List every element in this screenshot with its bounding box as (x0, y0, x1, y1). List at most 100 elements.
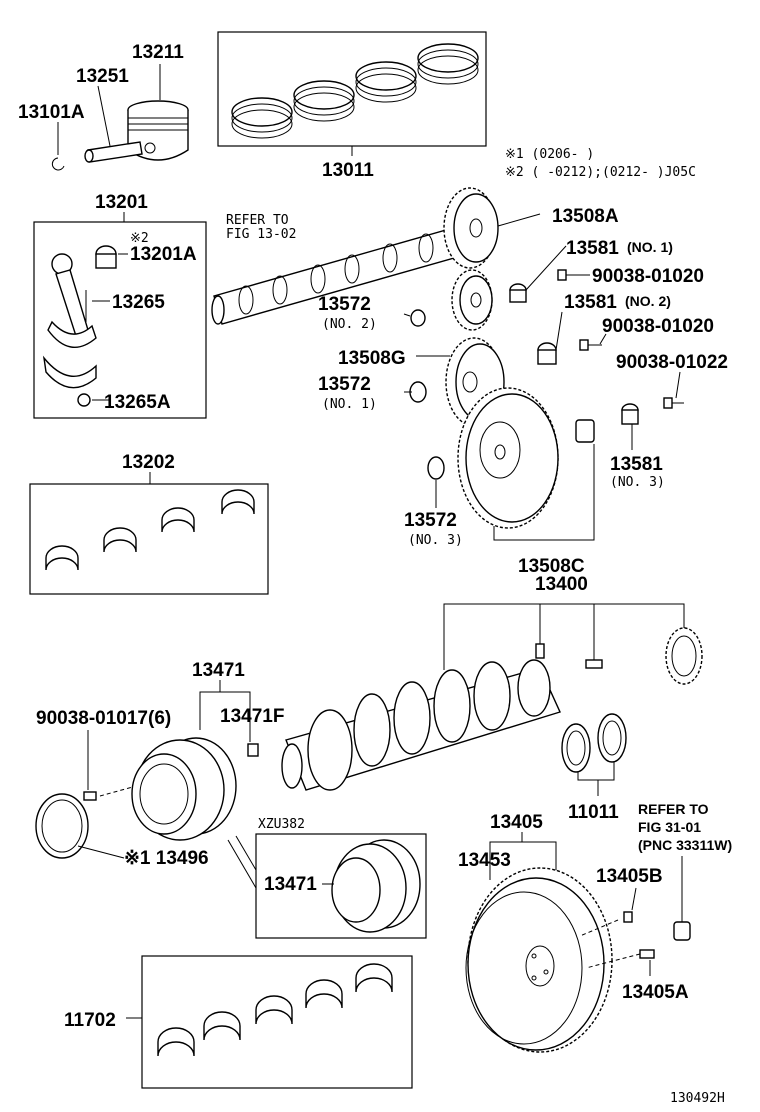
label-13400: 13400 (535, 574, 588, 595)
pilot-bearing-drawing (673, 921, 691, 941)
label-13508G: 13508G (338, 348, 406, 369)
label-13405: 13405 (490, 812, 543, 833)
label-13011: 13011 (322, 160, 374, 181)
label-13471-xzu382: 13471 (264, 874, 317, 895)
footnote-2: ※2 ( -0212);(0212- )J05C (505, 165, 696, 180)
piston-drawing (127, 100, 189, 161)
bushing-plain-drawing (575, 419, 595, 443)
label-13265A: 13265A (104, 392, 171, 413)
crank-pin-drawing (535, 643, 545, 659)
conrod-drawing (42, 253, 97, 389)
snap-ring-drawing (51, 157, 65, 171)
bushing-13581-no3-drawing (621, 403, 639, 425)
plate-13572-no2-drawing (410, 309, 426, 327)
label-13508C: 13508C (518, 556, 585, 577)
label-13572-no1-qualifier: (NO. 1) (322, 397, 377, 412)
label-13572-no2-qualifier: (NO. 2) (322, 317, 377, 332)
label-13201-mark: ※2 (130, 231, 149, 246)
flywheel-drawing (465, 867, 613, 1053)
piston-pin-drawing (84, 141, 143, 163)
conrod-bearing-set-group: 11702 (64, 955, 413, 1089)
label-13572-no3-qualifier: (NO. 3) (408, 533, 463, 548)
pulley-key-drawing (247, 743, 259, 757)
thrust-washer-1-drawing (561, 723, 591, 773)
label-13572-no2: 13572 (318, 294, 371, 315)
label-13201A: 13201A (130, 244, 197, 265)
xzu382-pulley-group: XZU382 13471 (255, 817, 427, 939)
thrust-washer-2-drawing (597, 713, 627, 763)
label-13211: 13211 (132, 42, 184, 63)
connecting-rod-group: 13201 ※2 13201A 13265 13265A (33, 192, 207, 419)
pulley-bolt-drawing (83, 791, 97, 801)
gear-13508C-drawing (457, 387, 559, 529)
thrust-washer-group: 11011 (561, 713, 627, 823)
camshaft-drawing (211, 229, 455, 325)
label-90038-01020a: 90038-01020 (592, 266, 704, 287)
piston-rings-drawing (231, 43, 479, 139)
conrod-nut-drawing (77, 393, 91, 407)
crank-pulley-group: 13471 13471F 90038-01017(6) ※1 13496 (35, 660, 284, 889)
label-13265: 13265 (112, 292, 165, 313)
footnote-1: ※1 (0206- ) (505, 147, 594, 162)
label-11011: 11011 (568, 802, 619, 823)
gear-small-drawing (451, 269, 493, 331)
camshaft-group: REFER TO FIG 13-02 (211, 213, 455, 325)
label-13453: 13453 (458, 850, 511, 871)
main-bearing-set-group: 13202 (29, 452, 269, 595)
conrod-box (33, 221, 207, 419)
refer-fig-13-02-line1: REFER TO (226, 213, 289, 228)
label-13101A: 13101A (18, 102, 85, 123)
figure-code: 130492H (670, 1091, 725, 1106)
plate-13572-no1-drawing (409, 381, 427, 403)
label-xzu382: XZU382 (258, 817, 305, 832)
refer-fig-31-01-line3: (PNC 33311W) (638, 837, 732, 853)
flywheel-group: REFER TO FIG 31-01 (PNC 33311W) 13405 13… (458, 801, 732, 1053)
bushing-13581-no1-drawing (509, 283, 527, 303)
timing-gears-group: 13508A 13581 (NO. 1) 90038-01020 13572 (… (318, 187, 728, 548)
label-13251: 13251 (76, 66, 129, 87)
main-bearing-box (29, 483, 269, 595)
label-13581-no2: 13581 (564, 292, 617, 313)
label-13581-no1-qualifier: (NO. 1) (627, 239, 673, 255)
crankshaft-group: 13508C 13400 (281, 556, 703, 791)
bolt-90038-01020a-drawing (557, 269, 582, 281)
conrod-bushing-drawing (95, 245, 117, 269)
conrod-bearing-shells-drawing (157, 963, 393, 1057)
label-13581-no2-qualifier: (NO. 2) (625, 293, 671, 309)
label-90038-01020b: 90038-01020 (602, 316, 714, 337)
flywheel-bolt-drawing (579, 911, 633, 937)
label-13201: 13201 (95, 192, 148, 213)
flywheel-dowel-drawing (639, 949, 655, 959)
refer-fig-31-01-line1: REFER TO (638, 801, 709, 817)
label-13572-no1: 13572 (318, 374, 371, 395)
label-13496: ※1 13496 (124, 848, 209, 869)
plate-13572-no3-drawing (427, 456, 445, 480)
refer-fig-13-02-line2: FIG 13-02 (226, 227, 296, 242)
label-13202: 13202 (122, 452, 175, 473)
xzu382-pulley-drawing (331, 839, 421, 933)
crank-key-drawing (585, 659, 603, 669)
label-13471F: 13471F (220, 706, 284, 727)
label-11702: 11702 (64, 1010, 116, 1031)
crank-pulley-drawing (131, 737, 237, 841)
crankshaft-drawing (281, 659, 561, 791)
bolt-90038-01022-drawing (663, 397, 684, 409)
label-90038-01017: 90038-01017(6) (36, 708, 171, 729)
oil-seal-13496-drawing (35, 793, 89, 859)
label-13581-no3-qualifier: (NO. 3) (610, 475, 665, 490)
piston-ring-set: 13011 (217, 31, 487, 181)
label-13405B: 13405B (596, 866, 663, 887)
label-90038-01022: 90038-01022 (616, 352, 728, 373)
label-13572-no3: 13572 (404, 510, 457, 531)
label-13508A: 13508A (552, 206, 619, 227)
label-13581-no1: 13581 (566, 238, 619, 259)
bushing-13581-no2-drawing (537, 342, 557, 365)
crank-timing-gear-drawing (665, 627, 703, 685)
label-13405A: 13405A (622, 982, 689, 1003)
piston-group: 13211 13251 13101A (18, 42, 189, 171)
bolt-90038-01020b-drawing (579, 339, 602, 351)
label-13471: 13471 (192, 660, 245, 681)
refer-fig-31-01-line2: FIG 31-01 (638, 819, 701, 835)
